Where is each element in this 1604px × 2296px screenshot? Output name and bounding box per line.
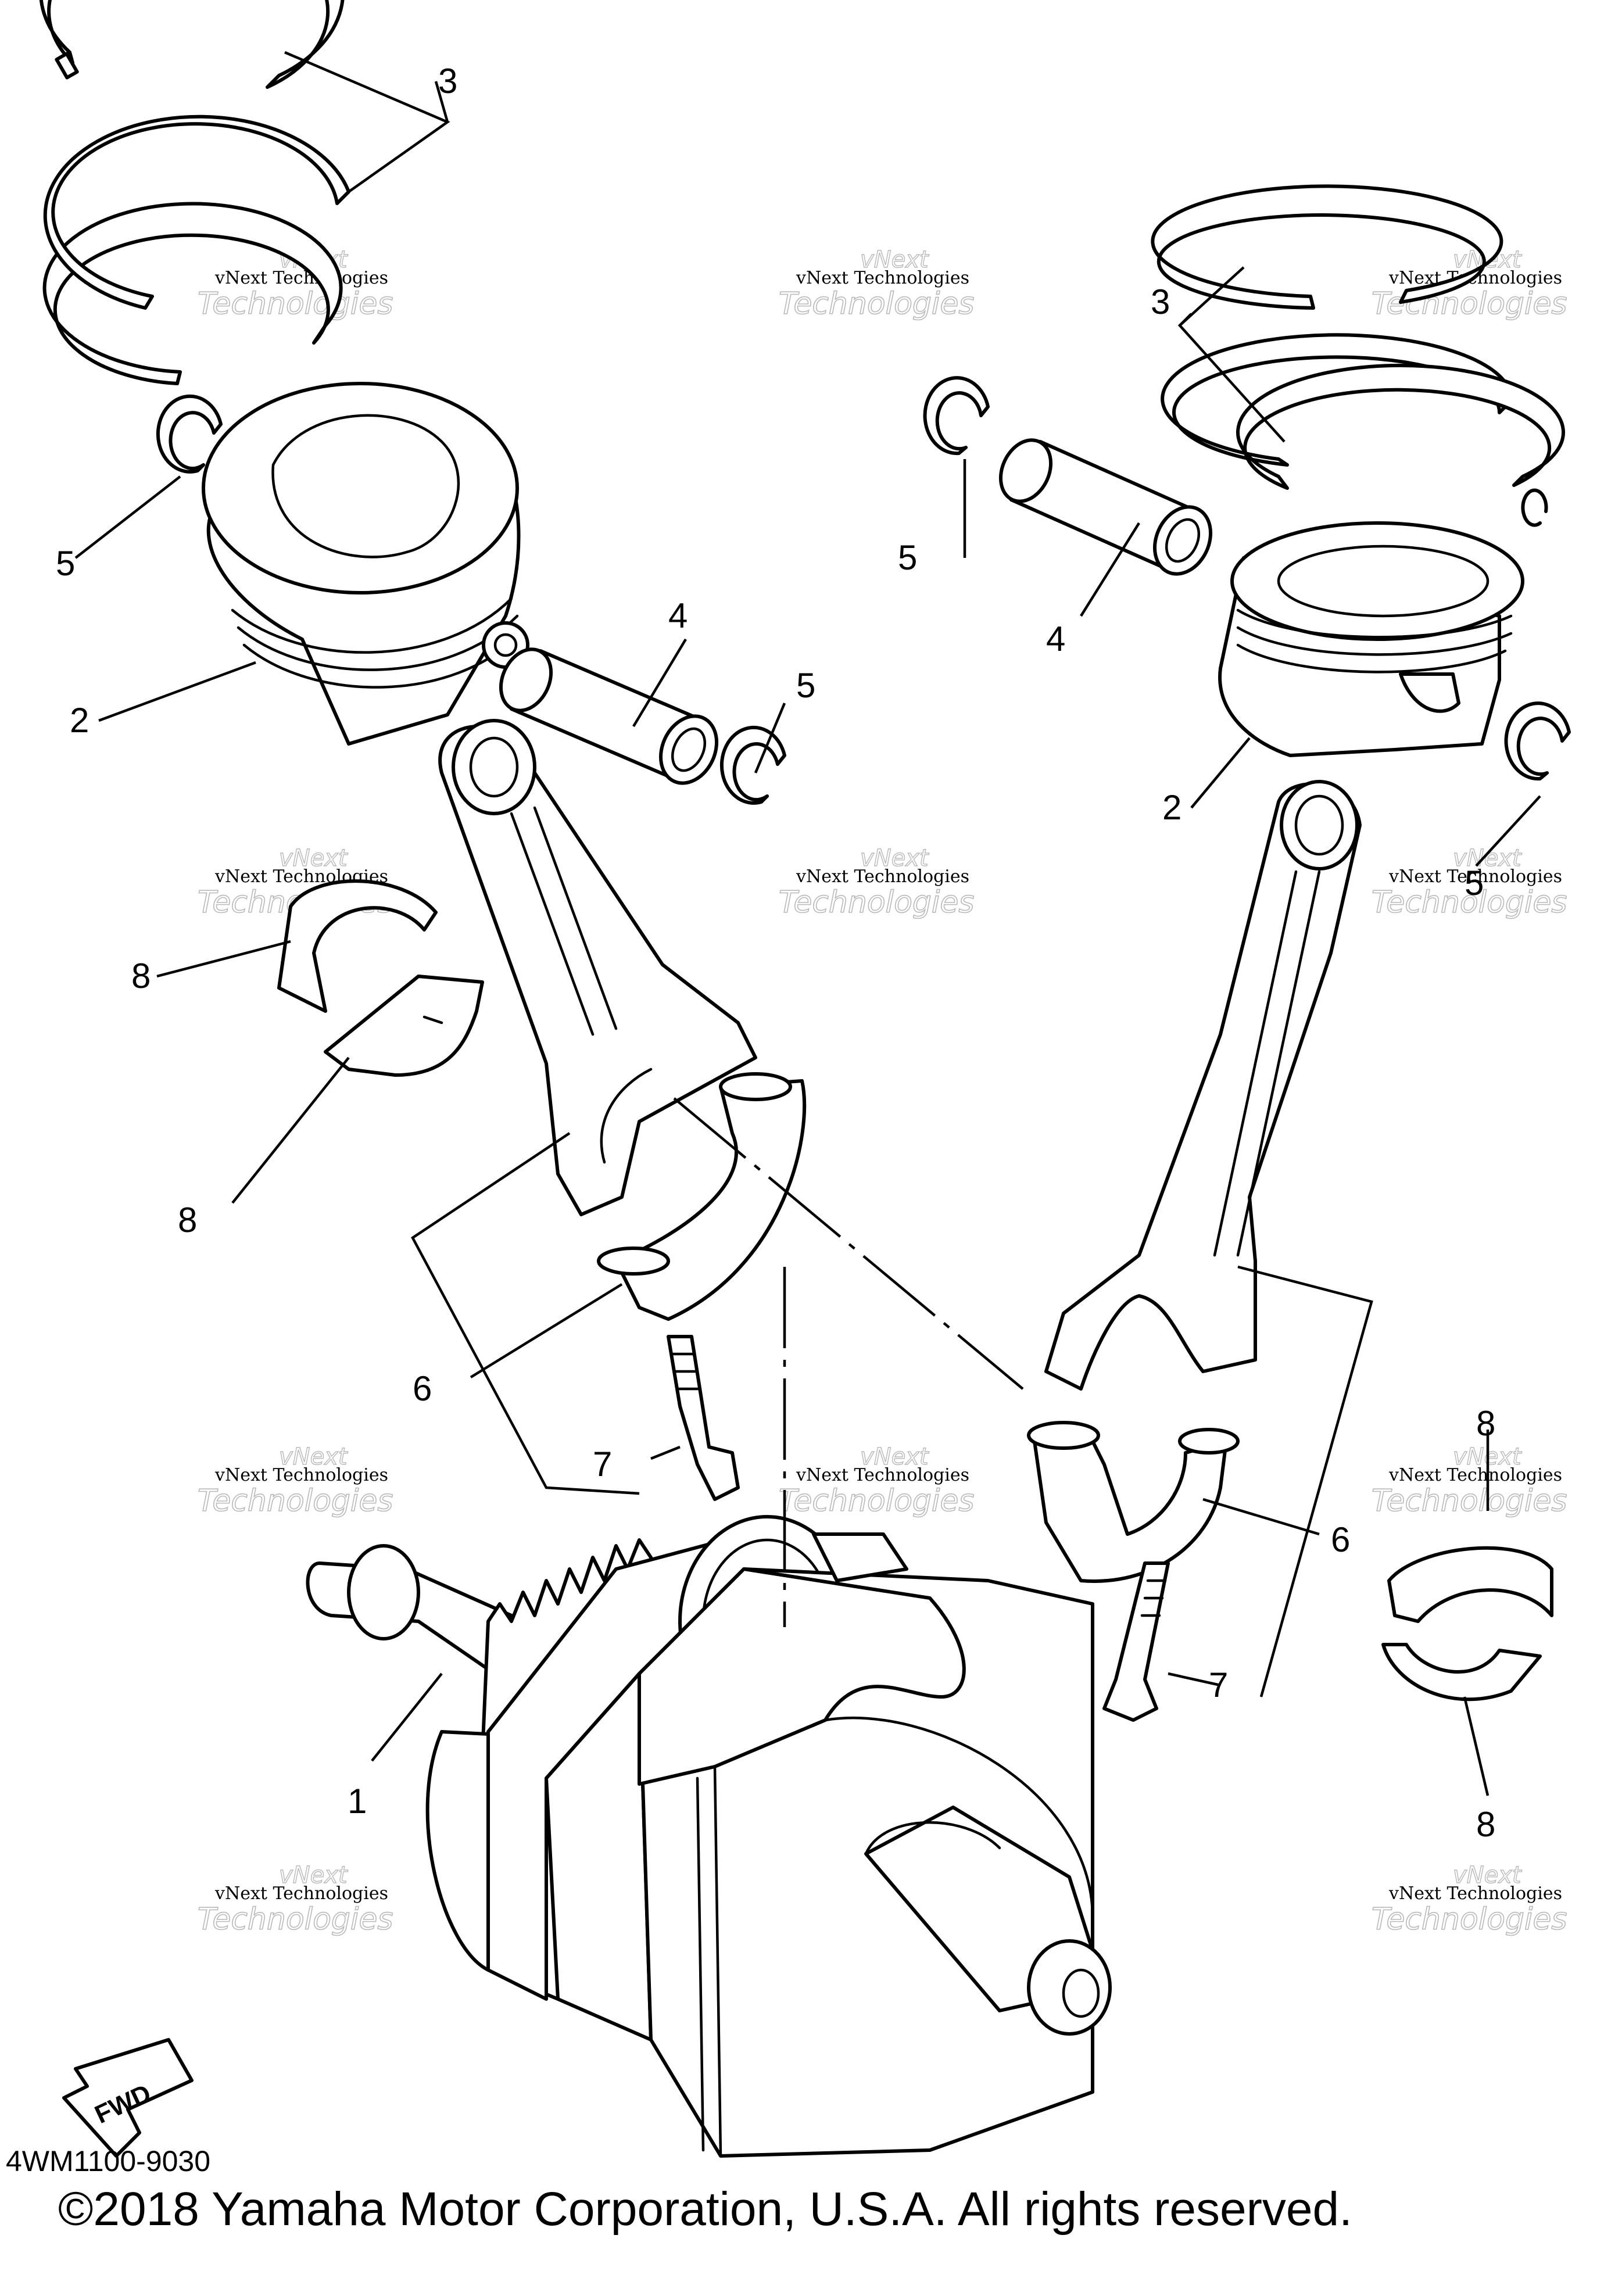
callout-2-left: 2 <box>70 701 89 740</box>
watermark-text: vNext Technologies <box>214 1465 388 1485</box>
left-rod-bolt <box>667 1335 740 1501</box>
callout-6-left: 6 <box>413 1369 432 1408</box>
right-connecting-rod <box>1044 780 1362 1391</box>
watermark-outline: Technologies <box>1372 286 1567 321</box>
watermark-small: vNext <box>860 845 929 872</box>
callout-3-right: 3 <box>1151 282 1170 321</box>
left-bearing-lower <box>324 975 484 1077</box>
left-piston <box>202 382 529 746</box>
copyright-notice: ©2018 Yamaha Motor Corporation, U.S.A. A… <box>58 2183 1352 2236</box>
callout-8-upper-right: 8 <box>1476 1404 1495 1443</box>
left-piston-pin <box>499 647 719 785</box>
callout-5-upper-right: 5 <box>898 538 917 577</box>
right-clip-lower <box>1504 701 1571 781</box>
callout-8-upper-left: 8 <box>131 957 151 995</box>
callout-5-lower-left: 5 <box>796 666 815 705</box>
left-bearing-upper <box>277 879 438 1013</box>
callout-5-upper-left: 5 <box>56 544 75 583</box>
callout-7-right: 7 <box>1209 1665 1228 1704</box>
right-rod-bolt <box>1102 1561 1170 1722</box>
callout-5-lower-right: 5 <box>1465 864 1484 902</box>
watermark-outline: Technologies <box>198 1902 393 1937</box>
watermark-text: vNext Technologies <box>796 268 969 288</box>
fwd-arrow-icon: FWD <box>62 2038 194 2158</box>
watermark-small: vNext <box>279 845 348 872</box>
watermark-outline: Technologies <box>779 286 974 321</box>
left-connecting-rod <box>438 719 757 1216</box>
watermark-small: vNext <box>860 1443 929 1470</box>
right-rod-cap <box>1027 1421 1240 1583</box>
watermark-text: vNext Technologies <box>214 268 388 288</box>
watermark-text: vNext Technologies <box>796 1465 969 1485</box>
watermark-outline: Technologies <box>198 286 393 321</box>
watermark-small: vNext <box>860 246 929 273</box>
right-bearing-lower <box>1381 1643 1542 1702</box>
watermark-small: vNext <box>279 1443 348 1470</box>
callout-3-left: 3 <box>438 62 457 101</box>
callout-4-left: 4 <box>668 596 688 635</box>
callout-8-lower-left: 8 <box>178 1201 197 1240</box>
left-clip-lower <box>719 725 786 805</box>
watermark-small: vNext <box>1453 1862 1522 1889</box>
left-piston-rings <box>39 0 350 385</box>
watermark-text: vNext Technologies <box>1388 866 1562 887</box>
callout-2-right: 2 <box>1162 788 1181 827</box>
watermark-text: vNext Technologies <box>1388 1883 1562 1904</box>
watermark-outline: Technologies <box>779 1484 974 1518</box>
callout-8-lower-right: 8 <box>1476 1805 1495 1844</box>
watermark-outline: Technologies <box>1372 1902 1567 1937</box>
watermark-outline: Technologies <box>779 885 974 920</box>
diagram-code: 4WM1100-9030 <box>6 2145 211 2177</box>
watermark-outline: Technologies <box>1372 885 1567 920</box>
right-clip-upper <box>923 376 990 456</box>
watermark-small: vNext <box>1453 845 1522 872</box>
watermark-outline: Technologies <box>198 1484 393 1518</box>
left-clip-upper <box>156 394 223 474</box>
callout-7-left: 7 <box>593 1445 612 1484</box>
right-piston-pin <box>998 438 1213 576</box>
callout-4-right: 4 <box>1046 619 1065 658</box>
callout-1: 1 <box>348 1782 367 1821</box>
right-piston-rings <box>1151 184 1565 527</box>
leader-lines <box>74 51 1541 1796</box>
crankshaft <box>306 1515 1112 2158</box>
center-line-diagonal <box>673 1097 1024 1390</box>
watermark-text: vNext Technologies <box>1388 1465 1562 1485</box>
right-bearing-upper <box>1387 1546 1553 1623</box>
watermark-small: vNext <box>279 1862 348 1889</box>
callout-6-right: 6 <box>1331 1520 1350 1559</box>
right-piston <box>1218 521 1524 757</box>
watermark-outline: Technologies <box>1372 1484 1567 1518</box>
watermark-text: vNext Technologies <box>214 1883 388 1904</box>
watermark-text: vNext Technologies <box>796 866 969 887</box>
left-rod-cap <box>597 1072 807 1321</box>
